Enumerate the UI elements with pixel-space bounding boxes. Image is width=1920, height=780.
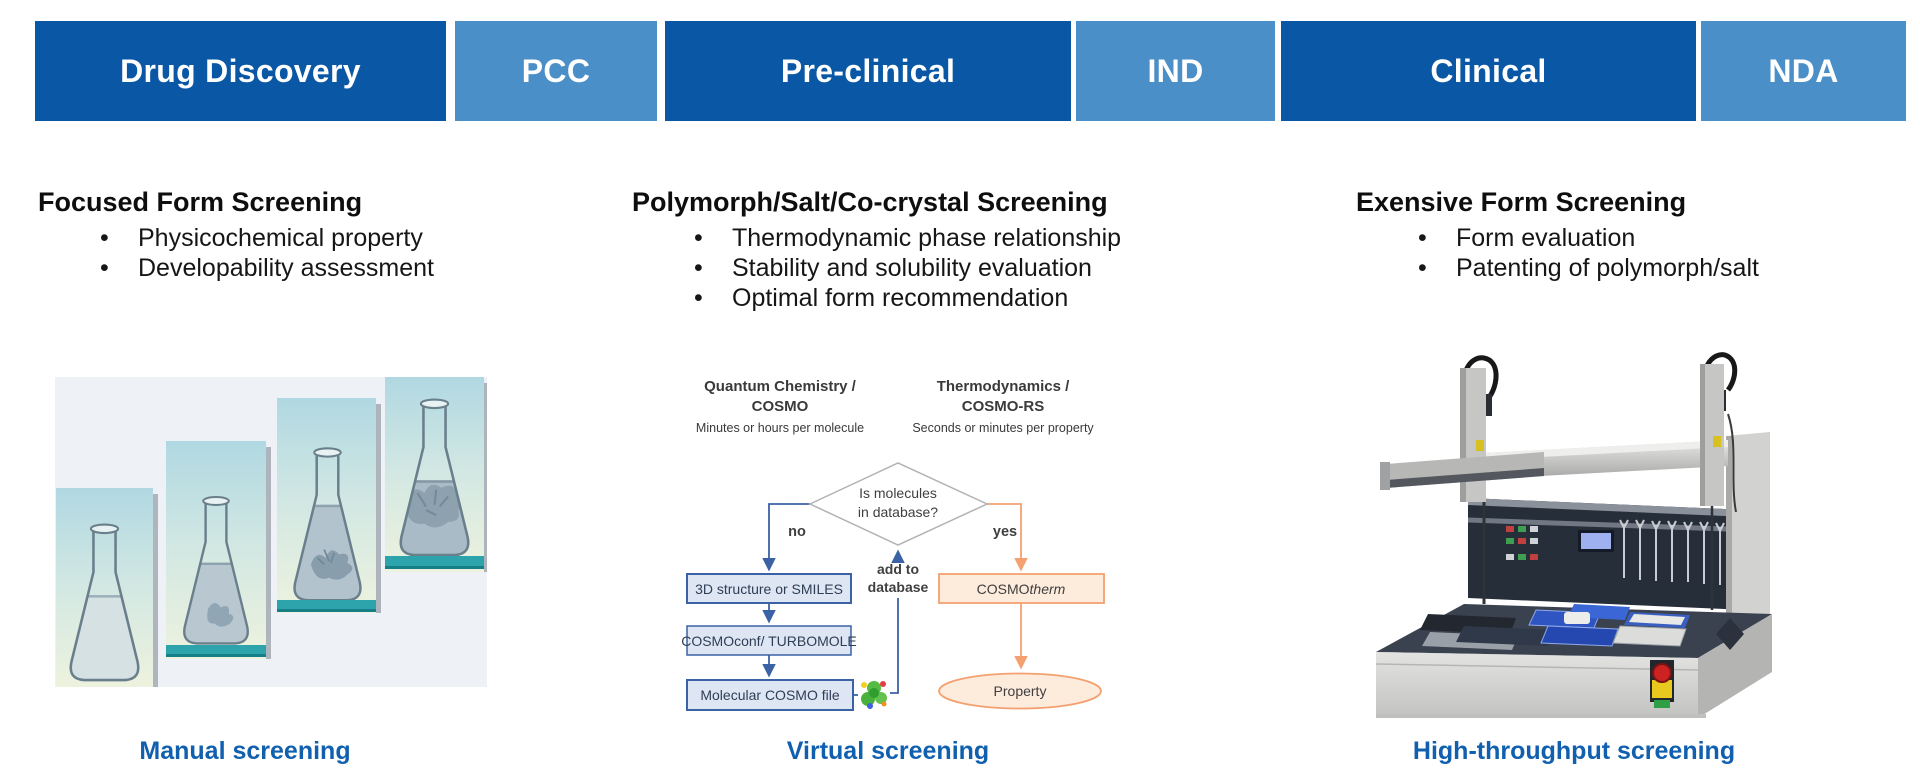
add-to-database-label: add to <box>877 561 919 577</box>
bullet-text: Physicochemical property <box>138 224 423 252</box>
white-plate <box>1612 625 1687 647</box>
column-focused-form-screening: Focused Form Screening • Physicochemical … <box>38 186 434 283</box>
timeline-stage-ind: IND <box>1076 21 1275 121</box>
blue-microplate <box>1540 625 1619 647</box>
bullet-list: • Thermodynamic phase relationship • Stabi… <box>694 223 1121 313</box>
decision-text: Is molecules <box>859 485 937 501</box>
flasks-photo <box>55 377 487 687</box>
vial-caps <box>1564 612 1590 624</box>
bullet-list: • Form evaluation • Patenting of polymorph… <box>1418 223 1759 283</box>
column-heading: Focused Form Screening <box>38 187 363 217</box>
timeline-stage-clinical: Clinical <box>1281 21 1696 121</box>
column-extensive-form-screening: Exensive Form Screening • Form evaluation… <box>1356 186 1759 283</box>
timeline-stage-pcc: PCC <box>455 21 657 121</box>
bullet-text: Thermodynamic phase relationship <box>732 224 1122 252</box>
dark-plate <box>1456 626 1554 646</box>
flask-panel-1 <box>56 488 153 687</box>
method-title: Quantum Chemistry / <box>704 378 857 395</box>
deck-plates <box>1420 604 1690 650</box>
bullet-dot: • <box>100 254 109 282</box>
branch-label-yes: yes <box>993 524 1017 540</box>
machine-right-tower <box>1726 432 1770 656</box>
box-cosmotherm <box>938 573 1105 604</box>
terminal-property <box>938 672 1102 710</box>
box-label: COSMOtherm <box>977 581 1066 597</box>
method-title: Thermodynamics / <box>937 378 1070 395</box>
teal-shelf <box>166 645 266 656</box>
flask-panel-4 <box>385 377 484 572</box>
bullet-text: Form evaluation <box>1456 224 1636 252</box>
crystal-cluster <box>310 550 353 580</box>
timeline-stage-preclinical: Pre-clinical <box>665 21 1071 121</box>
bullet-text: Stability and solubility evaluation <box>732 254 1092 282</box>
bullet-item: • Developability assessment <box>100 253 434 283</box>
terminal-label: Property <box>994 683 1047 699</box>
cosmo-flowchart: Quantum Chemistry / COSMO Minutes or hou… <box>681 378 1105 711</box>
method-header-right: Thermodynamics / COSMO-RS Seconds or min… <box>912 378 1094 435</box>
box-3d-structure <box>686 573 852 604</box>
lcd-display <box>1578 530 1614 552</box>
flask-panel-2 <box>166 441 266 659</box>
yellow-connector <box>1713 436 1721 447</box>
box-cosmo-file <box>686 679 854 711</box>
machine-base <box>1375 614 1772 718</box>
method-title: COSMO-RS <box>962 398 1045 415</box>
bullet-item: • Physicochemical property <box>100 223 434 253</box>
bullet-dot: • <box>694 284 703 312</box>
indicator-lights <box>1506 526 1538 560</box>
flask-panel-3 <box>277 398 376 613</box>
caption-manual-screening: Manual screening <box>139 737 351 765</box>
caption-virtual-screening: Virtual screening <box>786 737 990 765</box>
machine-left-arm <box>1380 355 1544 604</box>
bullet-item: • Form evaluation <box>1418 223 1759 253</box>
orange-connectors <box>987 503 1028 670</box>
bullet-dot: • <box>100 224 109 252</box>
timeline-stage-nda: NDA <box>1701 21 1906 121</box>
box-cosmoconf <box>686 625 852 656</box>
crystal-cluster <box>207 602 234 627</box>
machine-right-arm <box>1700 352 1738 610</box>
bullet-item: • Stability and solubility evaluation <box>694 253 1121 283</box>
method-subtitle: Minutes or hours per molecule <box>696 421 864 435</box>
bullet-item: • Optimal form recommendation <box>694 283 1121 313</box>
blue-connectors <box>762 503 905 696</box>
bullet-dot: • <box>694 254 703 282</box>
decision-diamond <box>808 462 989 546</box>
bullet-dot: • <box>1418 254 1427 282</box>
bullet-text: Patenting of polymorph/salt <box>1456 254 1759 282</box>
timeline-stage-drug-discovery: Drug Discovery <box>35 21 446 121</box>
add-to-database-label: database <box>868 579 929 595</box>
box-label: COSMOconf/ TURBOMOLE <box>681 633 857 649</box>
method-title: COSMO <box>752 398 809 415</box>
high-throughput-machine-photo <box>1375 352 1772 718</box>
machine-estop-button <box>1650 660 1674 708</box>
bullet-dot: • <box>694 224 703 252</box>
box-label: 3D structure or SMILES <box>695 581 843 597</box>
cosmo-surface-icon <box>861 681 887 709</box>
teal-shelf <box>277 600 376 611</box>
machine-rear-panel <box>1468 498 1748 610</box>
column-polymorph-screening: Polymorph/Salt/Co-crystal Screening • The… <box>632 186 1121 313</box>
bullet-list: • Physicochemical property • Developabilit… <box>100 223 434 283</box>
bullet-text: Developability assessment <box>138 254 434 282</box>
branch-label-no: no <box>788 524 806 540</box>
bullet-text: Optimal form recommendation <box>732 284 1069 312</box>
column-heading: Exensive Form Screening <box>1356 187 1687 217</box>
bullet-item: • Patenting of polymorph/salt <box>1418 253 1759 283</box>
panel-shadows <box>153 383 487 687</box>
vent-diamond <box>1716 618 1744 650</box>
method-header-left: Quantum Chemistry / COSMO Minutes or hou… <box>696 378 864 435</box>
yellow-connector <box>1476 440 1484 451</box>
column-heading: Polymorph/Salt/Co-crystal Screening <box>632 187 1108 217</box>
teal-shelf <box>385 556 484 568</box>
decision-text: in database? <box>858 504 938 520</box>
box-label: Molecular COSMO file <box>700 687 839 703</box>
bullet-dot: • <box>1418 224 1427 252</box>
caption-high-throughput-screening: High-throughput screening <box>1412 737 1736 765</box>
bullet-item: • Thermodynamic phase relationship <box>694 223 1121 253</box>
syringe-bank <box>1619 519 1725 585</box>
process-boxes: 3D structure or SMILES COSMOconf/ TURBOM… <box>681 573 857 711</box>
method-subtitle: Seconds or minutes per property <box>912 421 1094 435</box>
